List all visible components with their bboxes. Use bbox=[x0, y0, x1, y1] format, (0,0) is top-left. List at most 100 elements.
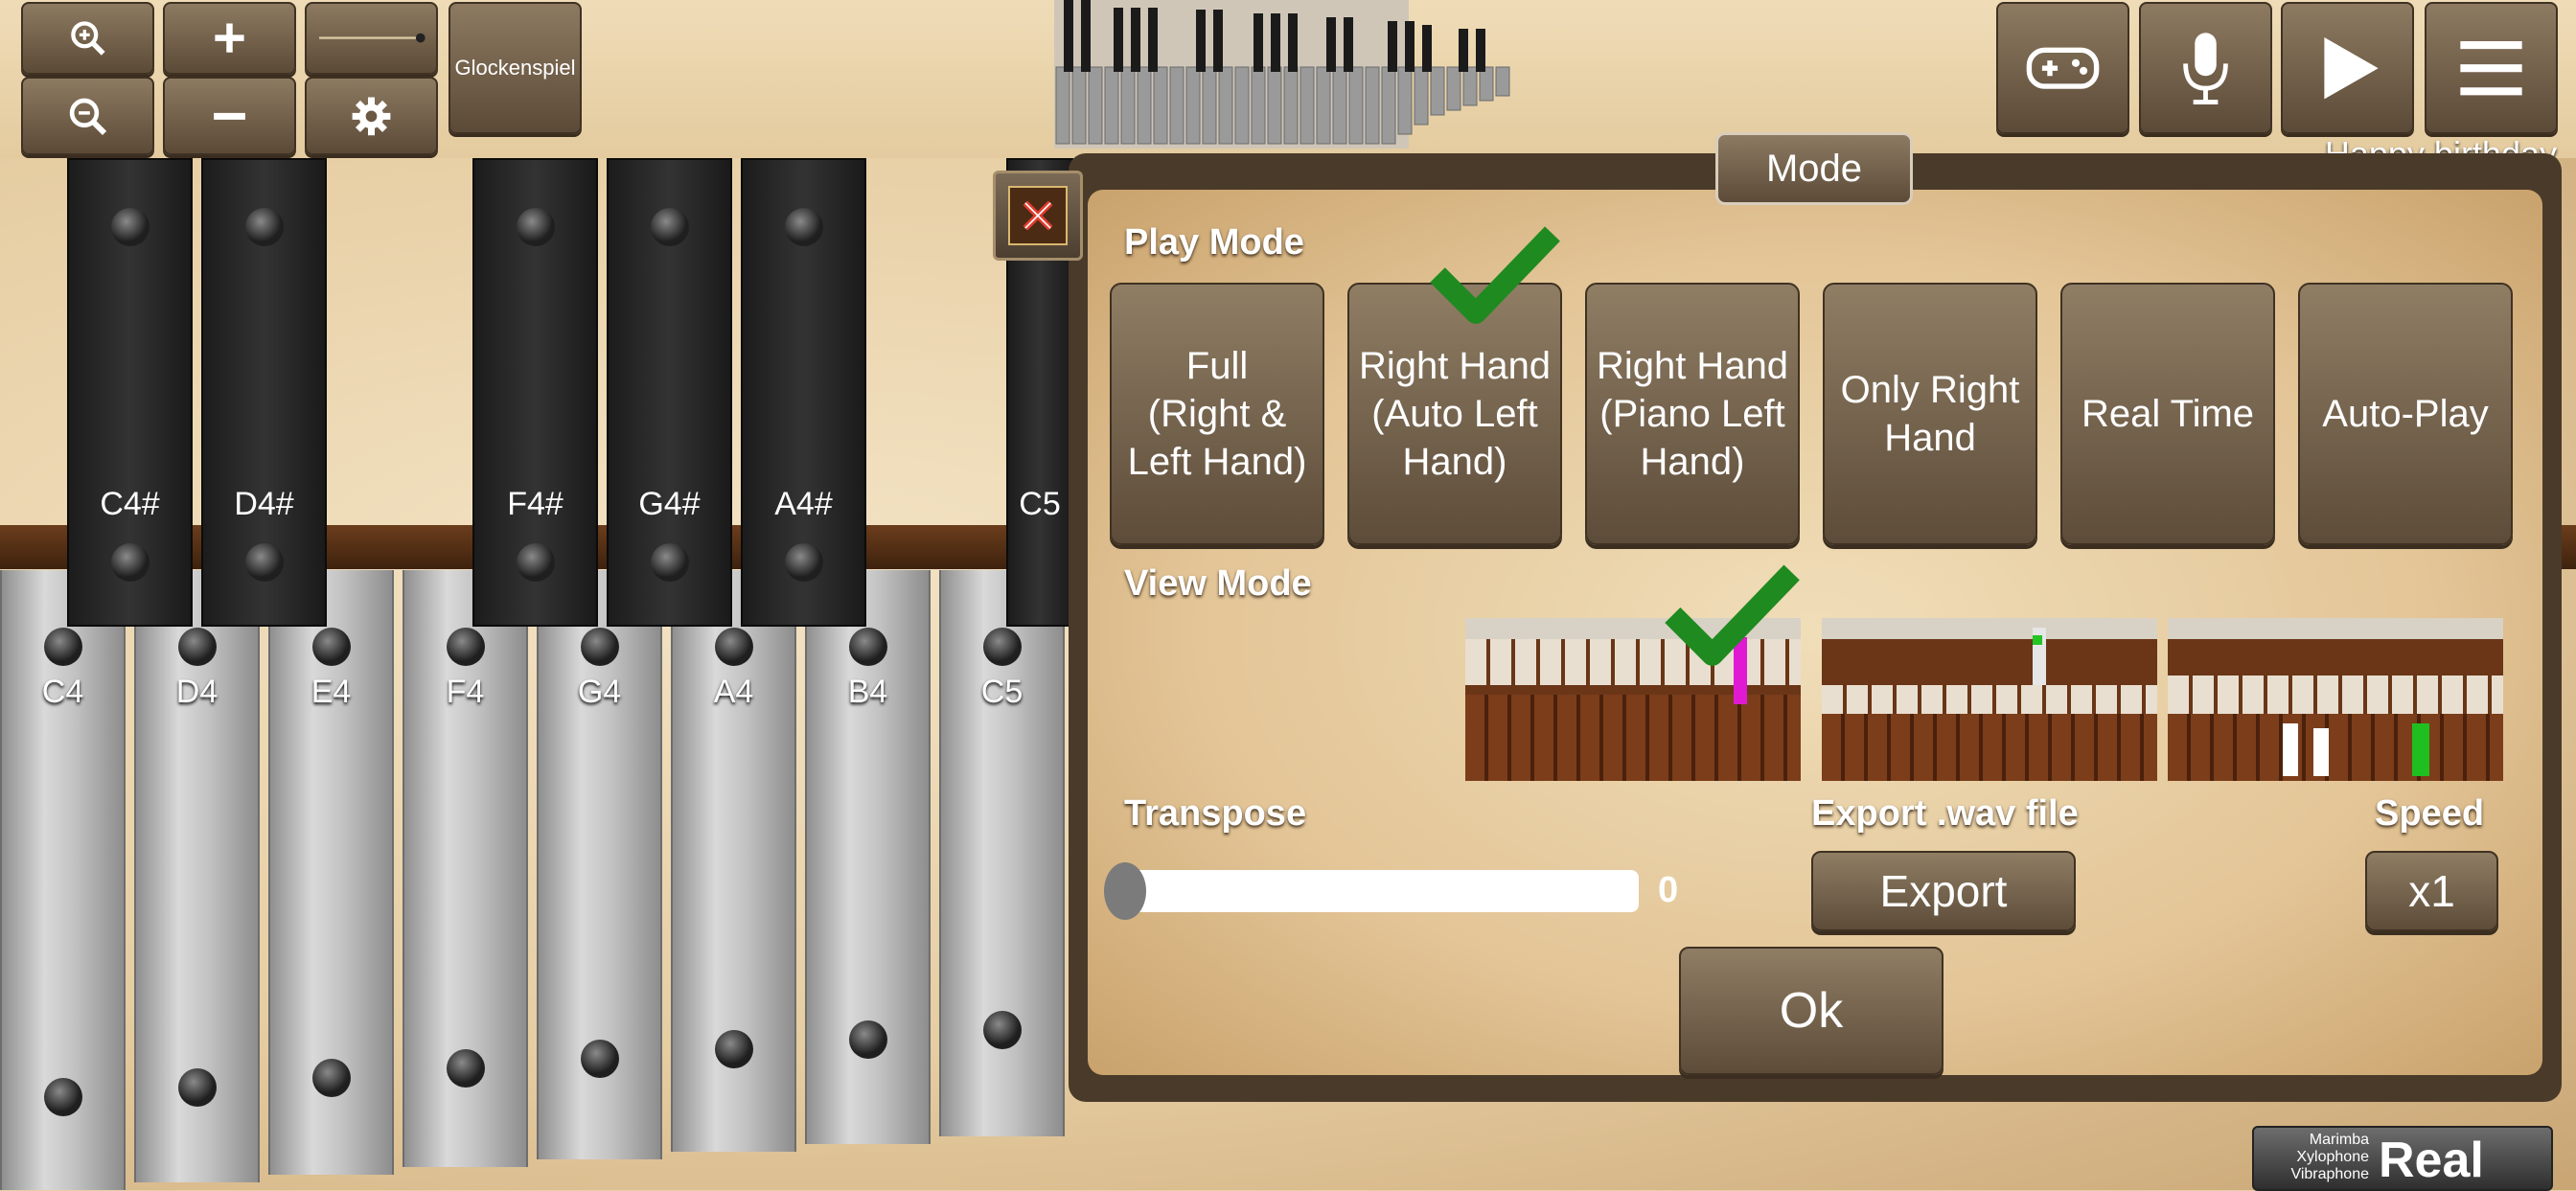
play-button[interactable] bbox=[2281, 2, 2414, 134]
play-mode-option-4[interactable]: Only Right Hand bbox=[1823, 283, 2037, 545]
zoom-in-button[interactable] bbox=[21, 2, 154, 75]
bar-f4[interactable]: F4 bbox=[402, 570, 528, 1167]
play-mode-label: Auto-Play bbox=[2322, 393, 2489, 435]
mode-dialog-title: Mode bbox=[1715, 132, 1913, 205]
play-mode-title: Play Mode bbox=[1124, 222, 1304, 263]
play-mode-option-1[interactable]: Full (Right & Left Hand) bbox=[1110, 283, 1324, 545]
bar-label: B4 bbox=[847, 674, 888, 710]
export-title: Export .wav file bbox=[1811, 793, 2079, 834]
bar-g4[interactable]: G4 bbox=[537, 570, 662, 1159]
screw-icon bbox=[311, 1059, 351, 1097]
thumb-falling-note-2 bbox=[2313, 728, 2329, 776]
transpose-value: 0 bbox=[1658, 870, 1679, 910]
settings-button[interactable] bbox=[305, 77, 438, 155]
brand-subtitles: Marimba Xylophone Vibraphone bbox=[2273, 1132, 2369, 1183]
sharp-bar-c4-sharp[interactable]: C4# bbox=[67, 158, 193, 627]
bar-label: E4 bbox=[310, 674, 352, 710]
mini-keyboard-overview[interactable] bbox=[1054, 0, 1519, 149]
bar-c4[interactable]: C4 bbox=[0, 570, 126, 1190]
play-mode-option-3[interactable]: Right Hand (Piano Left Hand) bbox=[1585, 283, 1800, 545]
slider-line-icon bbox=[318, 34, 426, 43]
transpose-slider-handle[interactable] bbox=[1104, 862, 1146, 920]
screw-icon bbox=[516, 208, 555, 246]
screw-icon bbox=[848, 1020, 887, 1059]
play-mode-check-icon bbox=[1430, 226, 1560, 324]
screw-icon bbox=[784, 208, 823, 246]
play-mode-option-6[interactable]: Auto-Play bbox=[2298, 283, 2513, 545]
record-button[interactable] bbox=[2139, 2, 2272, 134]
view-mode-title: View Mode bbox=[1124, 563, 1312, 604]
bar-a4[interactable]: A4 bbox=[671, 570, 796, 1152]
hamburger-menu-icon bbox=[2460, 40, 2522, 96]
game-mode-button[interactable] bbox=[1996, 2, 2129, 134]
sharp-bar-label: C4# bbox=[100, 486, 160, 522]
zoom-out-button[interactable] bbox=[21, 77, 154, 155]
screw-icon bbox=[244, 543, 284, 582]
screw-icon bbox=[714, 628, 753, 666]
bar-label: C4 bbox=[41, 674, 84, 710]
brand-title: Real bbox=[2379, 1133, 2484, 1188]
microphone-icon bbox=[2183, 33, 2228, 104]
sharp-bar-g4-sharp[interactable]: G4# bbox=[607, 158, 732, 627]
close-icon-frame bbox=[1008, 186, 1068, 245]
speed-button[interactable]: x1 bbox=[2365, 851, 2498, 931]
thumb-toolbar bbox=[2168, 618, 2503, 639]
screw-icon bbox=[43, 1078, 82, 1116]
bar-label: A4 bbox=[713, 674, 754, 710]
bar-label: F4 bbox=[446, 674, 485, 710]
screw-icon bbox=[110, 208, 150, 246]
thumb-keys bbox=[1822, 685, 2157, 714]
screw-icon bbox=[446, 628, 485, 666]
volume-slider[interactable] bbox=[305, 2, 438, 75]
transpose-slider[interactable] bbox=[1126, 870, 1639, 912]
thumb-bars bbox=[2168, 714, 2503, 781]
ok-button[interactable]: Ok bbox=[1679, 947, 1944, 1075]
thumb-green-note bbox=[2033, 635, 2042, 645]
thumb-falling-note bbox=[2283, 723, 2298, 776]
view-mode-option-2[interactable] bbox=[1822, 618, 2157, 781]
play-mode-option-2[interactable]: Right Hand (Auto Left Hand) bbox=[1347, 283, 1562, 545]
instrument-select-button[interactable]: Glockenspiel bbox=[448, 2, 582, 134]
thumb-keys bbox=[2168, 676, 2503, 714]
play-mode-label: Real Time bbox=[2081, 393, 2255, 435]
screw-icon bbox=[580, 1040, 619, 1078]
export-button[interactable]: Export bbox=[1811, 851, 2076, 931]
bar-e4[interactable]: E4 bbox=[268, 570, 394, 1175]
play-mode-label: Full (Right & Left Hand) bbox=[1127, 345, 1307, 483]
sharp-bar-f4-sharp[interactable]: F4# bbox=[472, 158, 598, 627]
close-icon bbox=[1023, 200, 1053, 231]
play-mode-label: Right Hand (Auto Left Hand) bbox=[1358, 345, 1552, 483]
instrument-name: Glockenspiel bbox=[454, 56, 576, 80]
view-mode-check-icon bbox=[1665, 564, 1800, 666]
brand-line1: Marimba bbox=[2309, 1132, 2369, 1148]
view-mode-option-3[interactable] bbox=[2168, 618, 2503, 781]
brand-line2: Xylophone bbox=[2296, 1149, 2369, 1165]
sharp-bar-label: D4# bbox=[234, 486, 294, 522]
screw-icon bbox=[650, 543, 689, 582]
bar-label: C5 bbox=[980, 674, 1024, 710]
screw-icon bbox=[848, 628, 887, 666]
bar-d4[interactable]: D4 bbox=[134, 570, 260, 1182]
brand-line3: Vibraphone bbox=[2290, 1166, 2369, 1182]
close-dialog-button[interactable] bbox=[993, 171, 1083, 261]
sharp-bar-label: F4# bbox=[507, 486, 564, 522]
menu-button[interactable] bbox=[2425, 2, 2558, 134]
thumb-green-note bbox=[2412, 723, 2429, 776]
zoom-in-icon bbox=[71, 21, 105, 57]
screw-icon bbox=[311, 628, 351, 666]
bar-c5[interactable]: C5 bbox=[939, 570, 1065, 1136]
thumb-toolbar bbox=[1822, 618, 2157, 639]
add-keys-button[interactable] bbox=[163, 2, 296, 75]
bar-b4[interactable]: B4 bbox=[805, 570, 931, 1144]
sharp-bar-a4-sharp[interactable]: A4# bbox=[741, 158, 866, 627]
thumb-highlight bbox=[1734, 637, 1747, 704]
sharp-bar-label: A4# bbox=[774, 486, 833, 522]
play-mode-option-5[interactable]: Real Time bbox=[2060, 283, 2275, 545]
gear-icon bbox=[352, 97, 391, 135]
remove-keys-button[interactable] bbox=[163, 77, 296, 155]
sharp-bar-d4-sharp[interactable]: D4# bbox=[201, 158, 327, 627]
speed-title: Speed bbox=[2375, 793, 2485, 834]
thumb-bars bbox=[1822, 714, 2157, 781]
view-mode-option-1[interactable] bbox=[1465, 618, 1801, 781]
plus-icon bbox=[215, 23, 244, 54]
